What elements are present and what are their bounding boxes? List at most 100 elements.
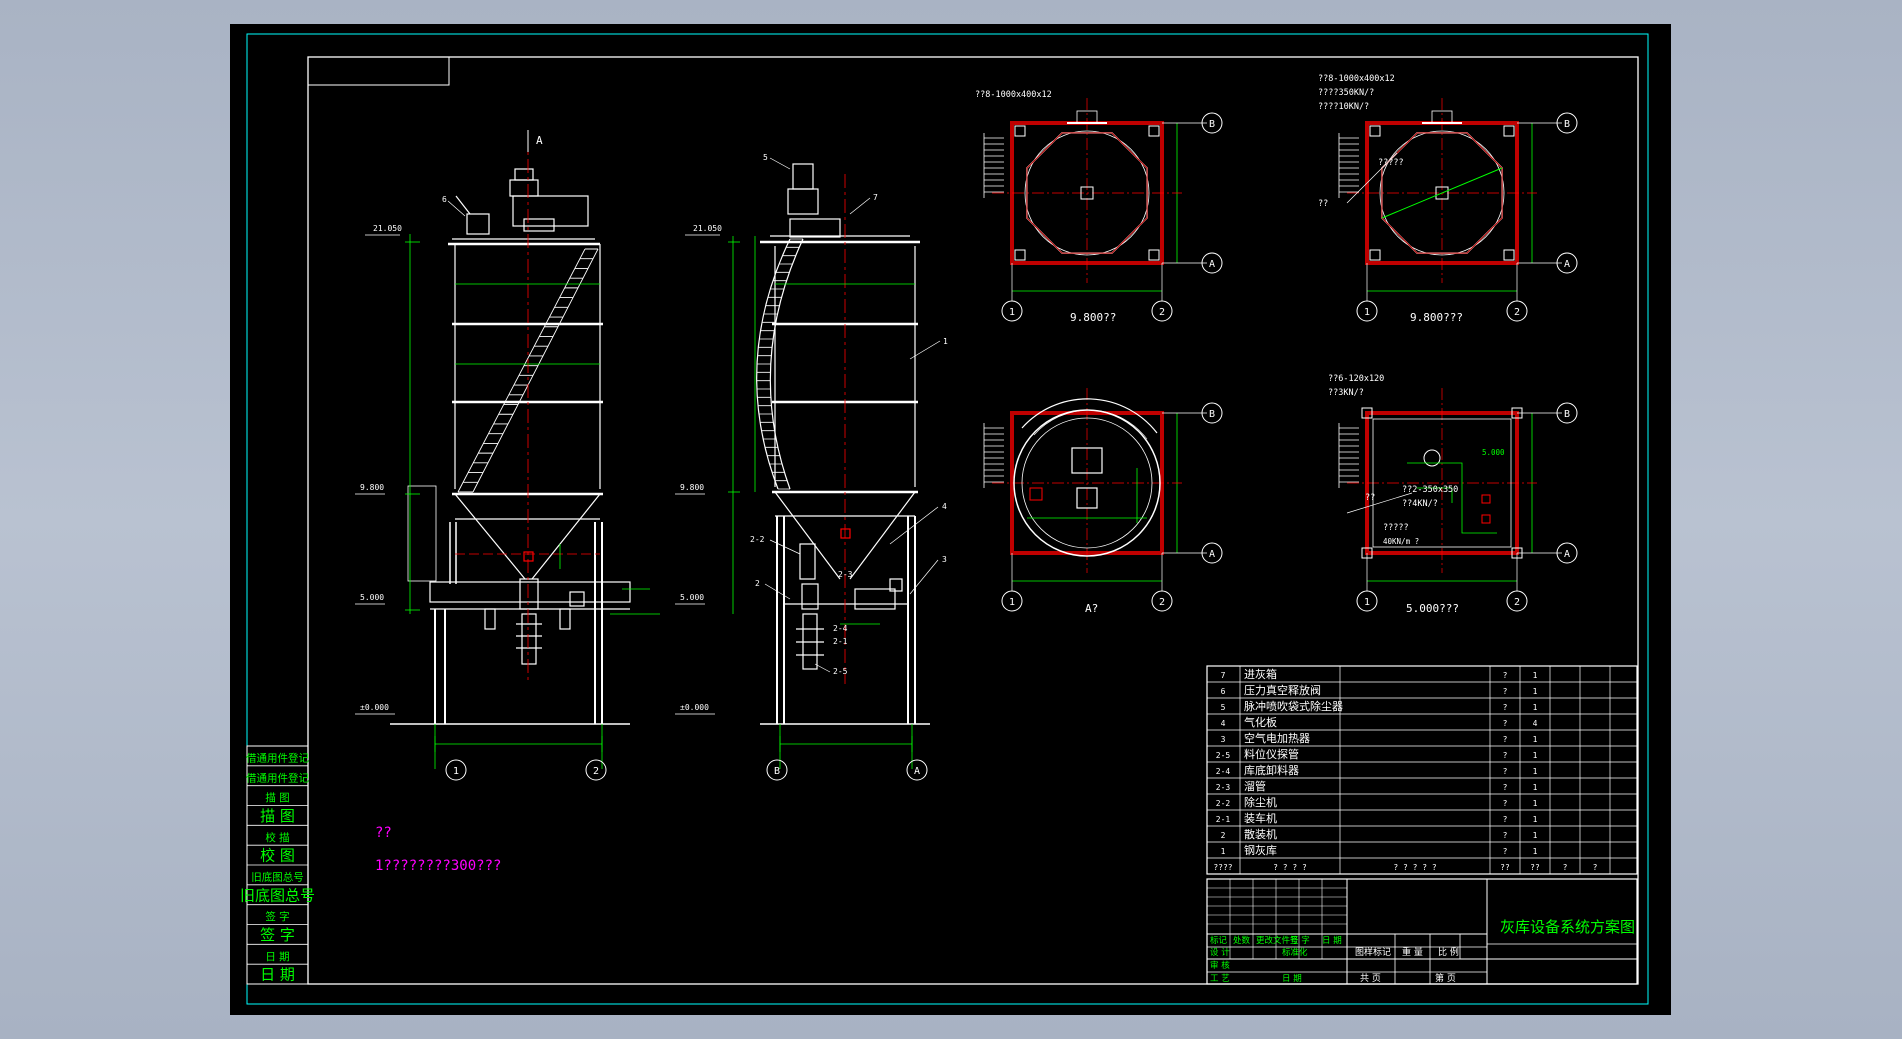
part-callouts: 6 5 7 1 4 2-2 2 3 2-3 2-4 2-1 2-5: [442, 153, 948, 676]
title-rev-header: 标记: [1210, 935, 1228, 946]
elevation-2-level-marks: 21.050 9.800 5.000 ±0.000: [675, 224, 722, 715]
plan-view-4-axis-2: 2: [1506, 590, 1528, 612]
plan-view-2-axis-b: B: [1556, 112, 1578, 134]
svg-text:1: 1: [1533, 735, 1538, 744]
cad-drawing-sheet: 借通用件登记借通用件登记描 图描 图校 描校 图旧底图总号旧底图总号签 字签 字…: [230, 24, 1671, 1015]
elevation-1-level-marks: 21.050 9.800 5.000 ±0.000 A: [355, 130, 543, 715]
plan-annotations: ??8-1000x400x12 9.800?? ??8-1000x400x12 …: [975, 74, 1505, 615]
title-rev-header: 签 字: [1290, 935, 1310, 946]
svg-text:2-2: 2-2: [1216, 799, 1231, 808]
elevation-view-1: [390, 168, 631, 725]
level-mid-2: 9.800: [680, 483, 704, 492]
left-block-item: 签 字: [265, 910, 289, 923]
left-block-item: 校 图: [260, 847, 295, 865]
plan-view-3-axis-1: 1: [1001, 590, 1023, 612]
svg-text:1: 1: [1009, 597, 1015, 608]
callout-7: 7: [873, 193, 878, 202]
level-low-1: 5.000: [360, 593, 384, 602]
svg-text:1: 1: [1221, 847, 1226, 856]
plan4-load-label: ??3KN/?: [1328, 388, 1364, 398]
title-rev-header: 日 期: [1322, 936, 1342, 946]
corner-box: [307, 56, 450, 86]
svg-text:A: A: [1209, 549, 1215, 560]
svg-text:空气电加热器: 空气电加热器: [1244, 731, 1310, 745]
plan-view-1-axis-a: A: [1201, 252, 1223, 274]
svg-text:2: 2: [1514, 307, 1520, 318]
svg-text:库底卸料器: 库底卸料器: [1244, 763, 1299, 777]
svg-text:B: B: [774, 766, 780, 777]
plan-view-2-axis-1: 1: [1356, 300, 1378, 322]
callout-2-1: 2-1: [833, 637, 848, 646]
svg-text:2: 2: [1159, 597, 1165, 608]
svg-text:?: ?: [1503, 815, 1508, 824]
svg-text:装车机: 装车机: [1244, 811, 1277, 825]
svg-text:1: 1: [1364, 307, 1370, 318]
svg-text:1: 1: [1533, 703, 1538, 712]
callout-1: 1: [943, 337, 948, 346]
plan2-inner-label: ?????: [1378, 158, 1404, 168]
left-block-item: 描 图: [265, 791, 289, 804]
plan2-beam-label: ??8-1000x400x12: [1318, 74, 1395, 84]
svg-text:? ? ? ? ?: ? ? ? ? ?: [1393, 863, 1437, 872]
svg-text:1: 1: [1009, 307, 1015, 318]
left-block-item: 校 描: [265, 831, 289, 844]
plan1-caption: 9.800??: [1070, 311, 1116, 324]
svg-text:1: 1: [1533, 815, 1538, 824]
callout-3: 3: [942, 555, 947, 564]
svg-text:1: 1: [1533, 687, 1538, 696]
svg-text:2-3: 2-3: [1216, 783, 1231, 792]
svg-text:压力真空释放阀: 压力真空释放阀: [1244, 683, 1321, 697]
plan4-caption: 5.000???: [1406, 602, 1459, 615]
plan4-beam-label: ??6-120x120: [1328, 374, 1384, 384]
left-block-item: 日 期: [260, 966, 295, 984]
svg-text:1: 1: [1533, 671, 1538, 680]
svg-text:??: ??: [1530, 863, 1540, 872]
svg-text:5: 5: [1221, 703, 1226, 712]
plan1-beam-label: ??8-1000x400x12: [975, 90, 1052, 100]
plan-view-3-axis-2: 2: [1151, 590, 1173, 612]
title-process: 工 艺: [1210, 974, 1230, 984]
plan-view-4-axis-a: A: [1556, 542, 1578, 564]
level-ground-2: ±0.000: [680, 703, 709, 712]
level-low-2: 5.000: [680, 593, 704, 602]
level-top-2: 21.050: [693, 224, 722, 233]
svg-text:2: 2: [593, 766, 599, 777]
drawing-title: 灰库设备系统方案图: [1500, 918, 1635, 936]
svg-text:料位仪探管: 料位仪探管: [1244, 747, 1299, 761]
plan2-load-label: ????350KN/?: [1318, 88, 1374, 98]
left-block-item: 签 字: [260, 926, 295, 944]
parts-row: 2-1 装车机? 1: [1216, 811, 1538, 825]
callout-2-4: 2-4: [833, 624, 848, 633]
plan-view-3-axis-b: B: [1201, 402, 1223, 424]
plan-view-4: B A 1 2: [1338, 388, 1578, 612]
title-sheet: 第 页: [1435, 972, 1456, 984]
svg-text:4: 4: [1533, 719, 1538, 728]
general-note: ?? 1????????300???: [375, 825, 501, 874]
svg-text:1: 1: [1533, 767, 1538, 776]
plan-view-2-axis-2: 2: [1506, 300, 1528, 322]
level-mid-1: 9.800: [360, 483, 384, 492]
elevation-2-dims: [728, 236, 915, 769]
svg-text:2: 2: [1159, 307, 1165, 318]
plan-view-4-axis-b: B: [1556, 402, 1578, 424]
plan-view-4-axis-1: 1: [1356, 590, 1378, 612]
plan4-note2-label: 40KN/m ?: [1383, 537, 1419, 546]
svg-text:除尘机: 除尘机: [1244, 795, 1277, 809]
svg-text:脉冲喷吹袋式除尘器: 脉冲喷吹袋式除尘器: [1244, 699, 1343, 713]
svg-text:? ? ? ?: ? ? ? ?: [1273, 863, 1307, 872]
svg-text:?: ?: [1593, 863, 1598, 872]
title-scale: 比 例: [1438, 946, 1459, 958]
plan-view-3: B A 1 2: [983, 388, 1223, 612]
axis-a-elev2: A: [906, 759, 928, 781]
title-rev-header: 处数: [1233, 935, 1251, 946]
svg-text:2-1: 2-1: [1216, 815, 1231, 824]
title-stage: 图样标记: [1355, 946, 1391, 958]
svg-text:4: 4: [1221, 719, 1226, 728]
